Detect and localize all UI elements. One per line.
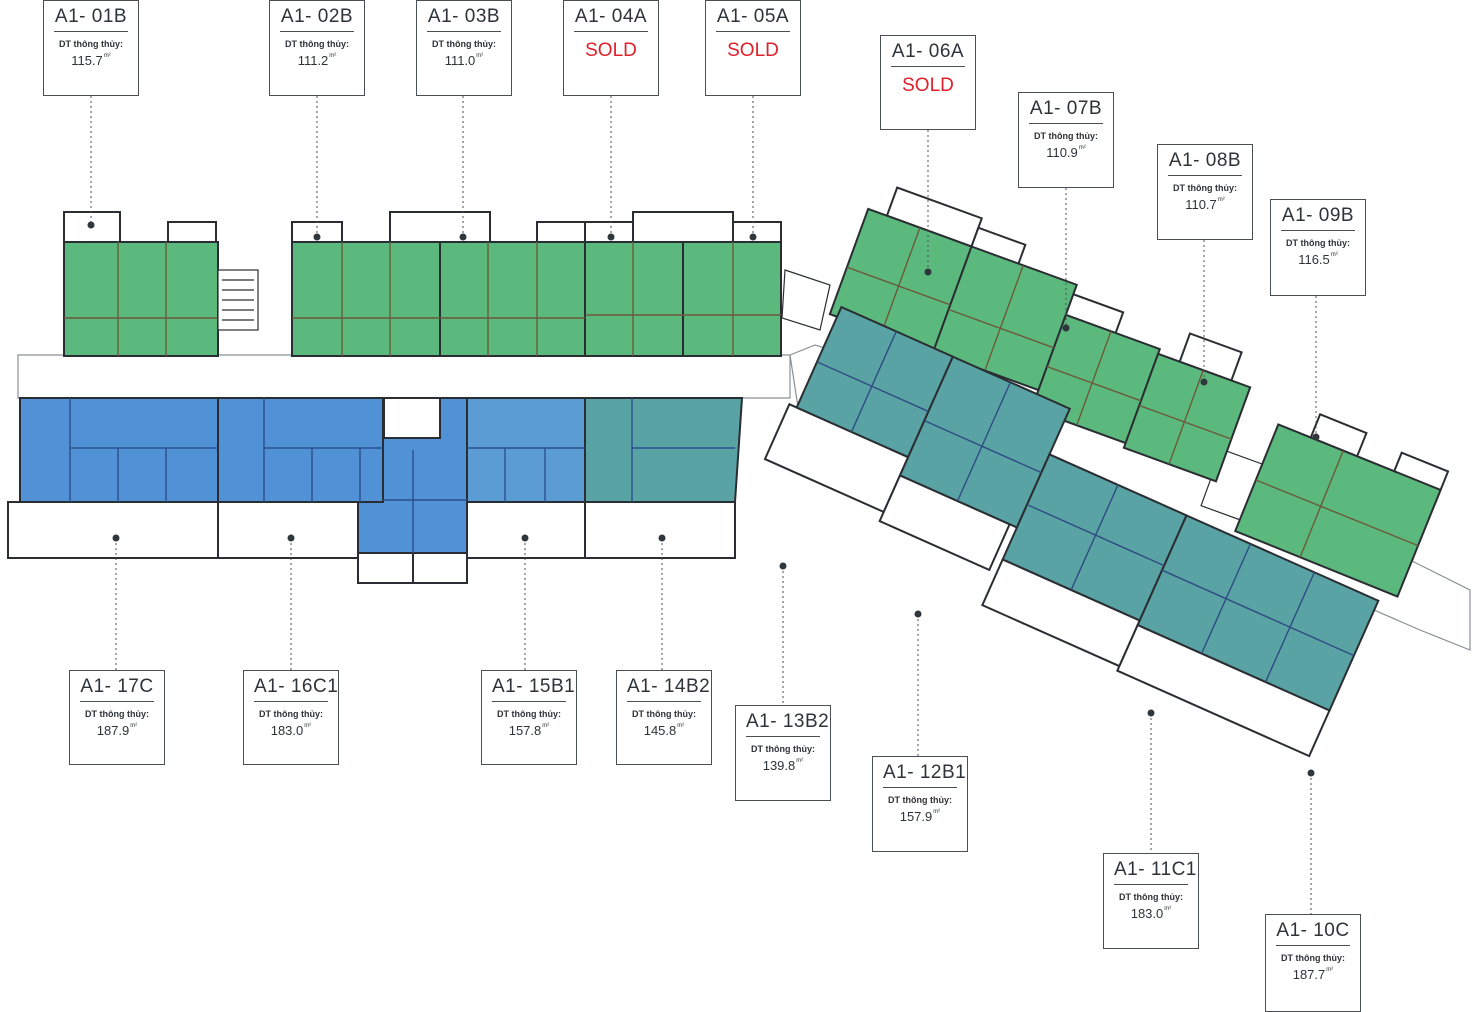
unit-card-a1-03b[interactable]: A1- 03B DT thông thủy: 111.0m² <box>416 0 512 96</box>
area-value: 111.0m² <box>444 53 484 68</box>
unit-card-a1-15b1[interactable]: A1- 15B1 DT thông thủy: 157.8m² <box>481 670 577 765</box>
area-value: 139.8m² <box>762 758 804 773</box>
north-wing-walls <box>64 242 781 356</box>
area-value: 115.7m² <box>71 53 111 68</box>
unit-code: A1- 11C1 <box>1114 859 1196 885</box>
unit-code: A1- 17C <box>80 676 154 702</box>
unit-code: A1- 02B <box>280 6 354 32</box>
unit-card-a1-05a[interactable]: A1- 05A SOLD <box>705 0 801 96</box>
area-value: 110.7m² <box>1185 197 1225 212</box>
west-wing-walls <box>69 398 735 553</box>
sold-label: SOLD <box>585 40 637 61</box>
area-label: DT thông thủy: <box>1173 183 1237 193</box>
area-value: 145.8m² <box>643 723 685 738</box>
area-value: 183.0m² <box>1130 906 1172 921</box>
unit-code: A1- 08B <box>1168 150 1242 176</box>
unit-card-a1-01b[interactable]: A1- 01B DT thông thủy: 115.7m² <box>43 0 139 96</box>
unit-card-a1-06a[interactable]: A1- 06A SOLD <box>880 35 976 130</box>
unit-card-a1-07b[interactable]: A1- 07B DT thông thủy: 110.9m² <box>1018 92 1114 188</box>
unit-card-a1-08b[interactable]: A1- 08B DT thông thủy: 110.7m² <box>1157 144 1253 240</box>
unit-card-a1-11c1[interactable]: A1- 11C1 DT thông thủy: 183.0m² <box>1103 853 1199 949</box>
unit-card-a1-10c[interactable]: A1- 10C DT thông thủy: 187.7m² <box>1265 914 1361 1012</box>
unit-code: A1- 10C <box>1276 920 1350 946</box>
unit-card-a1-04a[interactable]: A1- 04A SOLD <box>563 0 659 96</box>
area-label: DT thông thủy: <box>85 709 149 719</box>
unit-card-a1-14b2[interactable]: A1- 14B2 DT thông thủy: 145.8m² <box>616 670 712 765</box>
unit-code: A1- 03B <box>427 6 501 32</box>
area-label: DT thông thủy: <box>259 709 323 719</box>
unit-card-a1-12b1[interactable]: A1- 12B1 DT thông thủy: 157.9m² <box>872 756 968 852</box>
unit-code: A1- 12B1 <box>883 762 966 788</box>
area-label: DT thông thủy: <box>751 744 815 754</box>
unit-card-a1-13b2[interactable]: A1- 13B2 DT thông thủy: 139.8m² <box>735 705 831 801</box>
area-label: DT thông thủy: <box>285 39 349 49</box>
area-label: DT thông thủy: <box>632 709 696 719</box>
unit-code: A1- 15B1 <box>492 676 575 702</box>
area-label: DT thông thủy: <box>1119 892 1183 902</box>
west-wing-units <box>19 397 744 554</box>
area-value: 116.5m² <box>1298 252 1338 267</box>
unit-card-a1-17c[interactable]: A1- 17C DT thông thủy: 187.9m² <box>69 670 165 765</box>
area-value: 187.9m² <box>96 723 138 738</box>
unit-code: A1- 01B <box>54 6 128 32</box>
area-label: DT thông thủy: <box>432 39 496 49</box>
area-value: 187.7m² <box>1292 967 1334 982</box>
sold-label: SOLD <box>727 40 779 61</box>
unit-card-a1-02b[interactable]: A1- 02B DT thông thủy: 111.2m² <box>269 0 365 96</box>
unit-code: A1- 09B <box>1281 205 1355 231</box>
unit-card-a1-09b[interactable]: A1- 09B DT thông thủy: 116.5m² <box>1270 199 1366 296</box>
east-unit <box>1233 413 1450 598</box>
area-label: DT thông thủy: <box>59 39 123 49</box>
unit-code: A1- 16C1 <box>254 676 338 702</box>
area-value: 111.2m² <box>297 53 337 68</box>
area-value: 183.0m² <box>270 723 312 738</box>
sold-label: SOLD <box>902 75 954 96</box>
area-label: DT thông thủy: <box>1281 953 1345 963</box>
area-label: DT thông thủy: <box>888 795 952 805</box>
area-value: 157.9m² <box>899 809 941 824</box>
area-label: DT thông thủy: <box>497 709 561 719</box>
west-balconies <box>7 211 782 584</box>
area-value: 157.8m² <box>508 723 550 738</box>
area-label: DT thông thủy: <box>1034 131 1098 141</box>
unit-code: A1- 14B2 <box>627 676 710 702</box>
unit-code: A1- 13B2 <box>746 711 829 737</box>
unit-card-a1-16c1[interactable]: A1- 16C1 DT thông thủy: 183.0m² <box>243 670 339 765</box>
north-wing-units <box>63 241 782 357</box>
unit-code: A1- 06A <box>891 41 965 67</box>
area-value: 110.9m² <box>1046 145 1086 160</box>
unit-code: A1- 04A <box>574 6 648 32</box>
east-wing-units <box>763 305 1380 758</box>
unit-code: A1- 07B <box>1029 98 1103 124</box>
area-label: DT thông thủy: <box>1286 238 1350 248</box>
unit-code: A1- 05A <box>716 6 790 32</box>
